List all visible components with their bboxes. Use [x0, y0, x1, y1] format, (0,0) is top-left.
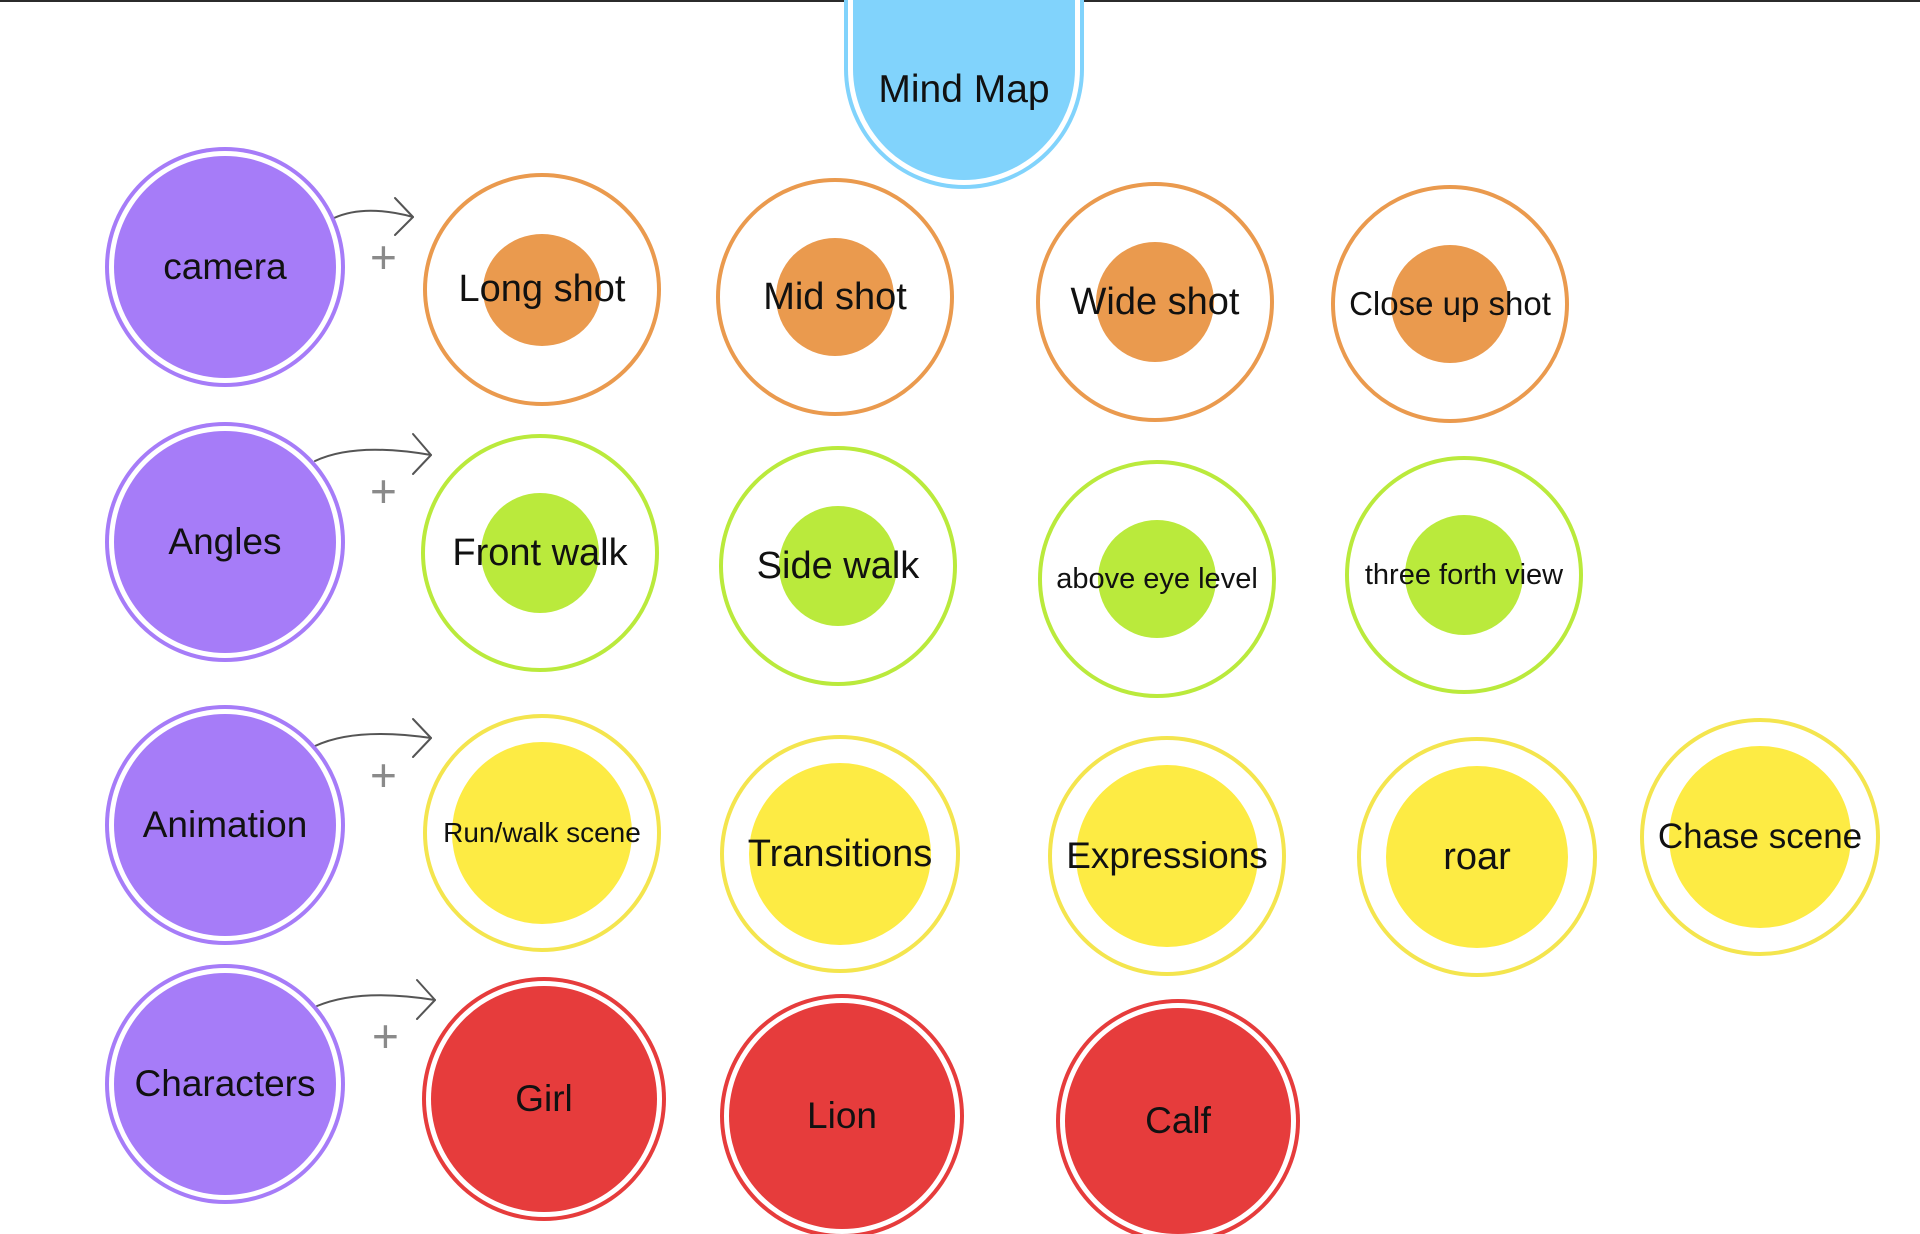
category-label: camera [163, 246, 287, 287]
expand-plus-icon[interactable]: + [372, 1010, 399, 1062]
topic-node-long-shot[interactable]: Long shot [423, 173, 661, 406]
topic-label: Side walk [756, 544, 920, 587]
topic-node-expressions[interactable]: Expressions [1048, 736, 1286, 976]
connector-layer [314, 197, 436, 1020]
topic-label: Transitions [747, 832, 933, 875]
topic-node-front-walk[interactable]: Front walk [421, 434, 659, 672]
topic-label: Front walk [452, 531, 628, 574]
category-node-angles[interactable]: Angles [114, 431, 336, 653]
expand-plus-icon[interactable]: + [370, 465, 397, 517]
topic-node-roar[interactable]: roar [1357, 737, 1597, 977]
connector-arrow-characters [316, 979, 436, 1020]
expand-plus-icon[interactable]: + [370, 749, 397, 801]
topic-label: roar [1443, 835, 1511, 878]
expand-plus-icon[interactable]: + [370, 231, 397, 283]
topic-node-three-forth-view[interactable]: three forth view [1345, 456, 1583, 694]
topic-label: Expressions [1066, 835, 1268, 876]
topic-label: Calf [1145, 1100, 1211, 1141]
topic-node-run-walk-scene[interactable]: Run/walk scene [423, 714, 661, 952]
topic-label: Close up shot [1349, 285, 1551, 322]
topic-node-chase-scene[interactable]: Chase scene [1640, 718, 1880, 956]
category-label: Characters [134, 1063, 316, 1104]
connector-arrow-animation [314, 718, 432, 758]
topic-node-side-walk[interactable]: Side walk [719, 446, 957, 686]
topic-label: above eye level [1056, 562, 1258, 595]
topic-node-above-eye-level[interactable]: above eye level [1038, 460, 1276, 698]
topic-node-calf[interactable]: Calf [1065, 1008, 1291, 1234]
topic-node-girl[interactable]: Girl [431, 986, 657, 1212]
topic-node-transitions[interactable]: Transitions [720, 735, 960, 973]
connector-arrow-camera [333, 197, 414, 236]
category-label: Angles [168, 521, 282, 562]
category-label: Animation [142, 804, 308, 845]
topic-label: Mid shot [763, 275, 907, 318]
topic-node-wide-shot[interactable]: Wide shot [1036, 182, 1274, 422]
topic-node-close-up-shot[interactable]: Close up shot [1331, 185, 1569, 423]
topic-label: Run/walk scene [443, 817, 641, 848]
topic-node-lion[interactable]: Lion [729, 1003, 955, 1229]
topic-label: Chase scene [1657, 817, 1863, 856]
topic-label: three forth view [1364, 558, 1564, 591]
topic-label: Lion [807, 1095, 877, 1136]
topic-label: Wide shot [1070, 280, 1240, 323]
connector-arrow-angles [314, 433, 432, 475]
topic-label: Girl [515, 1078, 573, 1119]
topic-label: Long shot [458, 268, 626, 310]
topic-node-mid-shot[interactable]: Mid shot [716, 178, 954, 416]
root-node[interactable]: Mind Map [853, 0, 1075, 180]
category-node-animation[interactable]: Animation [114, 714, 336, 936]
root-node-label: Mind Map [878, 68, 1050, 111]
category-node-camera[interactable]: camera [114, 156, 336, 378]
category-node-characters[interactable]: Characters [114, 973, 336, 1195]
